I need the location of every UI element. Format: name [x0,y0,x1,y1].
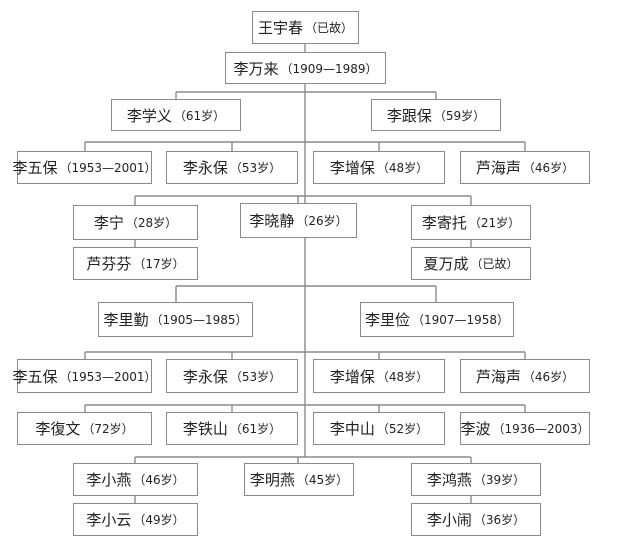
person-node-li-zhongshan[interactable]: 李中山（52岁） [313,412,445,445]
person-age: （1936—2003） [492,422,590,436]
person-age: （46岁） [522,161,575,175]
person-name: 李宁 [93,214,124,232]
person-node-li-wanlai[interactable]: 李万来（1909—1989） [225,52,386,84]
person-age: （49岁） [133,513,185,527]
person-node-li-ning[interactable]: 李宁（28岁） [73,205,198,240]
person-node-li-wubao[interactable]: 李五保（1953—2001） [12,151,157,184]
person-age: （61岁） [229,422,282,436]
person-name: 芦海声 [475,159,521,177]
person-age: （45岁） [296,473,349,487]
person-node-li-xiaojing[interactable]: 李晓静（26岁） [240,203,357,238]
person-age: （1953—2001） [59,161,157,175]
person-name: 李明燕 [249,471,295,489]
person-age: （1953—2001） [59,369,157,384]
person-age: （已故） [470,257,519,271]
person-age: （21岁） [468,216,521,230]
person-age: （72岁） [82,422,134,436]
person-name: 李里勤 [103,311,149,329]
person-name: 李晓静 [249,212,295,230]
person-age: （17岁） [133,257,185,271]
person-node-li-xiaoyan[interactable]: 李小燕（46岁） [73,463,198,496]
person-node-li-zengbao[interactable]: 李增保（48岁） [313,151,445,184]
person-node-li-fuwen[interactable]: 李復文（72岁） [17,412,152,445]
person-name: 李波 [460,420,491,438]
person-name: 李復文 [35,420,81,438]
person-name: 李小云 [86,511,132,529]
person-node-lu-haisheng[interactable]: 芦海声（46岁） [460,151,590,184]
person-age: （59岁） [433,108,486,123]
person-node-lu-haisheng-2[interactable]: 芦海声（46岁） [460,359,590,393]
person-name: 李五保 [12,367,58,386]
person-name: 王宇春 [257,19,303,37]
person-age: （46岁） [522,369,575,384]
person-node-lu-fenfen[interactable]: 芦芬芬（17岁） [73,247,198,280]
person-age: （46岁） [133,473,185,487]
person-age: （已故） [305,21,354,35]
person-name: 李里俭 [364,311,410,329]
person-name: 李小燕 [86,471,132,489]
person-name: 李永保 [182,367,228,386]
person-age: （26岁） [296,214,348,228]
person-name: 李万来 [233,59,279,78]
person-name: 李五保 [12,159,58,177]
person-age: （1907—1958） [411,313,510,327]
person-age: （61岁） [173,108,226,123]
person-age: （48岁） [376,161,429,175]
person-node-li-hongyan[interactable]: 李鸿燕（39岁） [411,463,541,496]
person-node-li-bo[interactable]: 李波（1936—2003） [460,412,590,445]
person-node-li-xiaoyun[interactable]: 李小云（49岁） [73,503,198,536]
person-age: （1905—1985） [150,313,248,327]
person-name: 李增保 [329,159,375,177]
person-name: 夏万成 [423,255,469,273]
person-age: （48岁） [376,369,429,384]
person-name: 李小闹 [426,511,472,529]
person-node-li-yongbao-2[interactable]: 李永保（53岁） [166,359,298,393]
person-name: 芦海声 [475,367,521,386]
person-age: （1909—1989） [280,61,378,76]
person-name: 李中山 [329,420,375,438]
person-node-li-jituo[interactable]: 李寄托（21岁） [411,205,531,240]
person-node-li-tieshan[interactable]: 李铁山（61岁） [166,412,298,445]
person-age: （28岁） [125,216,178,230]
person-node-xia-wancheng[interactable]: 夏万成（已故） [411,247,531,280]
person-node-li-yongbao[interactable]: 李永保（53岁） [166,151,298,184]
person-node-li-zengbao-2[interactable]: 李增保（48岁） [313,359,445,393]
person-name: 李增保 [329,367,375,386]
person-name: 李跟保 [386,106,432,125]
person-name: 李鸿燕 [426,471,472,489]
person-age: （52岁） [376,422,429,436]
person-age: （36岁） [473,513,526,527]
person-age: （39岁） [473,473,526,487]
person-name: 李永保 [182,159,228,177]
person-name: 李学义 [126,106,172,125]
person-name: 李铁山 [182,420,228,438]
person-node-li-lijian[interactable]: 李里俭（1907—1958） [360,302,514,337]
person-node-li-mingyan[interactable]: 李明燕（45岁） [244,463,354,496]
person-node-li-liqin[interactable]: 李里勤（1905—1985） [98,302,253,337]
person-node-li-xiaonao[interactable]: 李小闹（36岁） [411,503,541,536]
person-node-li-wubao-2[interactable]: 李五保（1953—2001） [12,359,157,393]
person-name: 李寄托 [421,214,467,232]
person-node-wang-yuchun[interactable]: 王宇春（已故） [252,11,359,44]
person-node-li-genbao[interactable]: 李跟保（59岁） [371,99,501,131]
person-age: （53岁） [229,369,282,384]
person-node-li-xueyi[interactable]: 李学义（61岁） [111,99,241,131]
person-age: （53岁） [229,161,282,175]
person-name: 芦芬芬 [86,255,132,273]
